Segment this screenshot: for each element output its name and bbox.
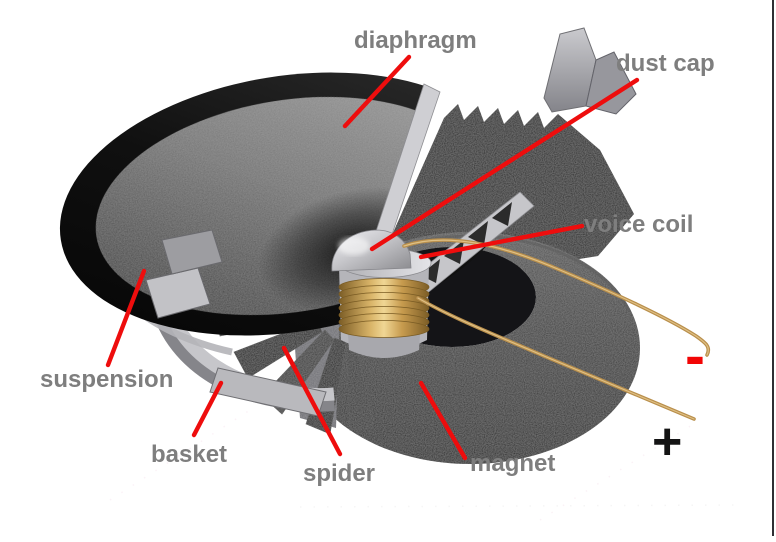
background-artifacts — [109, 409, 741, 521]
terminal-positive: + — [652, 413, 683, 471]
leader-dust-cap — [369, 77, 640, 252]
terminal-negative: - — [685, 322, 705, 389]
label-voice-coil: voice coil — [584, 211, 694, 238]
leader-lines — [105, 54, 640, 461]
leader-spider — [281, 345, 343, 457]
basket-graphic — [145, 229, 327, 417]
leader-basket — [191, 380, 224, 438]
leader-diaphragm — [342, 54, 412, 129]
frame-cut-piece — [543, 27, 637, 115]
label-basket: basket — [151, 441, 228, 468]
lead-wire-graphics — [402, 238, 711, 421]
leader-voice-coil — [418, 223, 585, 260]
label-magnet: magnet — [470, 450, 556, 477]
label-dust-cap: dust cap — [616, 50, 715, 77]
label-suspension: suspension — [40, 366, 174, 393]
leader-magnet — [418, 380, 468, 461]
label-spider: spider — [303, 460, 376, 487]
label-diaphragm: diaphragm — [354, 27, 477, 54]
leader-suspension — [105, 268, 147, 368]
